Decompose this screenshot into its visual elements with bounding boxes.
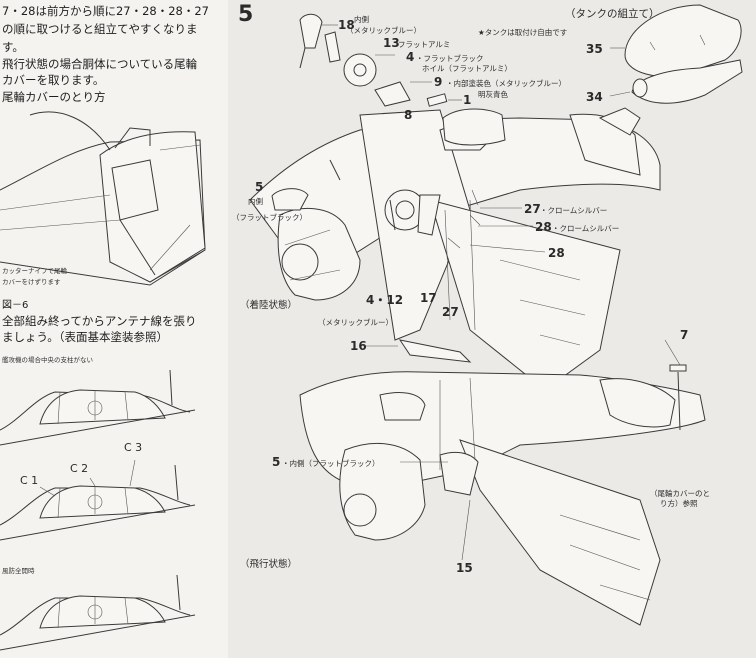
cutter-note-line-2: カバーをけずります: [2, 278, 61, 286]
cutter-note-line-1: カッターナイフで尾輪: [2, 267, 67, 275]
tail-section-drawing: [0, 111, 206, 286]
canopy-drawing-middle: [0, 459, 196, 541]
part-27-label: 27: [524, 202, 541, 216]
step-number: 5: [238, 2, 254, 27]
part-16-label: 16: [350, 339, 367, 353]
part-13-color: フラットアルミ: [398, 40, 451, 49]
part-4-12-label: 4・12: [366, 293, 404, 307]
figure-label: 図－6: [2, 300, 29, 311]
part-1-color: 明灰青色: [478, 90, 508, 99]
instruction-line-5: カバーを取ります。: [2, 73, 105, 87]
canopy-label-c3: C 3: [124, 441, 143, 454]
instruction-line-4: 飛行状態の場合胴体についている尾輪: [2, 57, 198, 71]
part-5-inner: 内側: [248, 197, 263, 206]
tail-cover-heading: 尾輪カバーのとり方: [2, 90, 106, 104]
leader-lines: [322, 24, 681, 561]
instruction-line-1: 7・28は前方から順に27・28・28・27: [2, 4, 209, 18]
canopy-label-c2: C 2: [70, 462, 89, 475]
part-18-color: （メタリックブルー）: [346, 26, 421, 35]
tank-assembly-title: （タンクの組立て）: [565, 8, 660, 20]
loose-parts-drawing: [271, 13, 506, 249]
part-34-label: 34: [586, 90, 603, 104]
tank-parts-drawing: [624, 4, 743, 104]
flight-state-label: （飛行状態）: [240, 559, 298, 570]
part-15-label: 15: [456, 561, 473, 575]
canopy-label-c1: C 1: [20, 474, 39, 487]
part-27b-label: 27: [442, 305, 459, 319]
part-9-label: 9: [434, 75, 443, 89]
part-8-label: 8: [404, 108, 413, 122]
tank-optional-note: ★タンクは取付け自由です: [478, 28, 568, 37]
aircraft-flight-drawing: [299, 339, 706, 626]
tail-cover-ref-line-2: り方）参照: [660, 499, 698, 508]
canopy-drawing-top: [0, 369, 196, 446]
part-28b-label: 28: [548, 246, 565, 260]
part-28-color: ・クロームシルバー: [552, 224, 620, 233]
part-28-label: 28: [535, 220, 552, 234]
aircraft-landing-drawing: [249, 107, 661, 391]
part-4-12-color: （メタリックブルー）: [318, 318, 393, 327]
part-5-color: （フラットブラック）: [232, 213, 307, 222]
part-1-label: 1: [463, 93, 472, 107]
part-5b-color: ・内側（フラットブラック）: [282, 459, 380, 468]
left-instructions-column: [0, 0, 228, 658]
canopy-note: 艦攻機の場合中央の支柱がない: [2, 356, 93, 364]
part-18-label: 18: [338, 18, 355, 32]
tail-cover-ref-line-1: （尾輪カバーのと: [650, 489, 710, 498]
antenna-line-2: ましょう。（表面基本塗装参照）: [2, 330, 169, 344]
part-5b-label: 5: [272, 455, 281, 469]
part-4-label: 4: [406, 50, 415, 64]
part-35-label: 35: [586, 42, 603, 56]
antenna-line-1: 全部組み終ってからアンテナ線を張り: [2, 314, 197, 328]
part-18-inner: 内側: [354, 15, 369, 24]
part-4-wheel-color: ホイル（フラットアルミ）: [422, 64, 512, 73]
part-5-label: 5: [255, 180, 264, 194]
canopy-drawing-open: [0, 574, 196, 651]
part-9-color: ・内部塗装色（メタリックブルー）: [446, 79, 566, 88]
part-13-label: 13: [383, 36, 400, 50]
landing-state-label: （着陸状態）: [240, 300, 298, 311]
part-27-color: ・クロームシルバー: [540, 206, 608, 215]
part-4-color: ・フラットブラック: [416, 54, 484, 63]
windshield-open-note: 風防全開時: [2, 567, 35, 575]
instruction-line-3: す。: [2, 40, 24, 54]
part-17-label: 17: [420, 291, 437, 305]
part-7-label: 7: [680, 328, 689, 342]
instruction-line-2: の順に取つけると組立てやすくなりま: [2, 22, 198, 36]
